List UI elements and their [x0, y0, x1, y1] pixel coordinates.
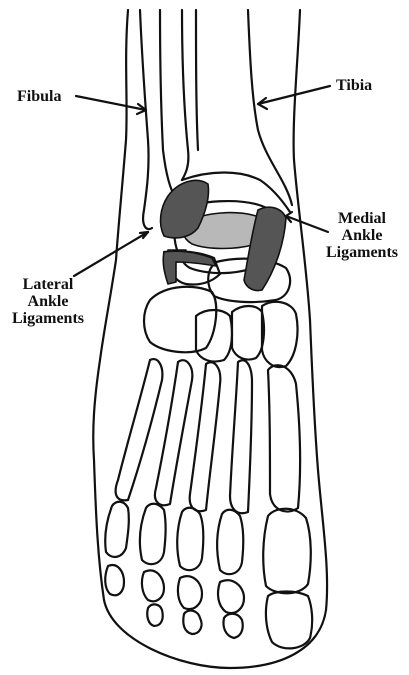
toe-2-distal	[223, 614, 242, 638]
metatarsal-3	[190, 362, 221, 511]
lateral-label-line-2: Ankle	[12, 293, 84, 310]
medial-ankle-ligaments-label: Medial Ankle Ligaments	[326, 210, 398, 261]
tibia-label: Tibia	[336, 77, 372, 94]
toe-2-middle	[218, 580, 244, 613]
toe-3-distal	[183, 611, 201, 634]
toe-4-proximal	[140, 504, 166, 564]
lateral-ankle-ligaments-label: Lateral Ankle Ligaments	[12, 276, 84, 327]
toe-3-middle	[178, 576, 202, 609]
toe-5-distal	[105, 565, 124, 595]
fibula-bone	[140, 10, 152, 229]
lateral-label-line-3: Ligaments	[12, 310, 84, 327]
toe-4-distal	[147, 604, 162, 626]
toe-4-middle	[142, 570, 164, 601]
fibula-bone-inner	[160, 10, 176, 198]
medial-pointer	[286, 216, 328, 232]
cuboid-bone	[144, 287, 216, 353]
toe-5-proximal	[105, 502, 129, 557]
metatarsal-5	[116, 359, 163, 500]
toe-1-distal	[266, 592, 312, 649]
toe-2-proximal	[217, 510, 243, 574]
medial-label-line-3: Ligaments	[326, 244, 398, 261]
metatarsal-1	[268, 365, 300, 511]
cuneiform-medial	[262, 302, 298, 367]
cuneiform-middle	[232, 306, 264, 360]
metatarsal-2	[230, 360, 252, 513]
toe-1-proximal	[263, 509, 311, 594]
toe-3-proximal	[177, 508, 203, 570]
tibia-bone	[182, 10, 188, 180]
medial-label-line-2: Ankle	[326, 227, 398, 244]
cuneiform-lateral	[196, 310, 232, 362]
medial-label-line-1: Medial	[326, 210, 398, 227]
fibula-pointer	[76, 96, 146, 110]
fibula-label: Fibula	[17, 88, 61, 105]
tibia-bone-medial	[248, 10, 292, 205]
lateral-pointer	[74, 232, 148, 276]
tibia-bone-shaft	[196, 10, 198, 150]
lateral-label-line-1: Lateral	[12, 276, 84, 293]
